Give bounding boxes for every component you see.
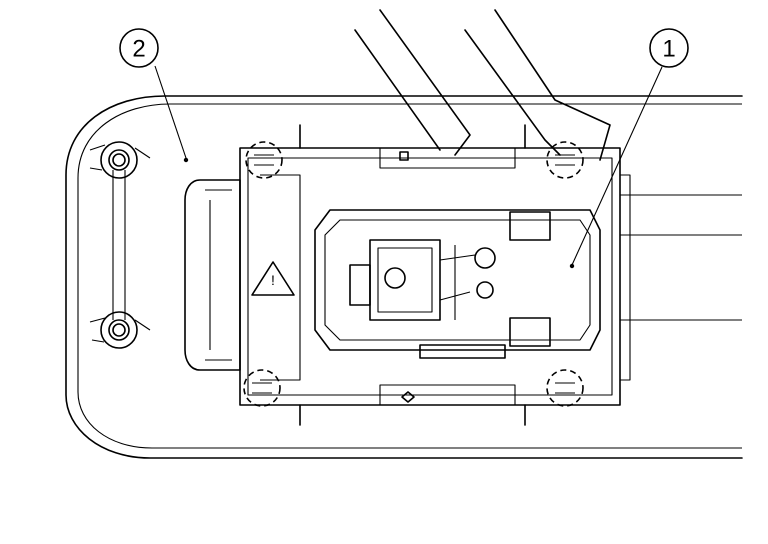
callout-2-number: 2 — [132, 36, 145, 63]
leader-lines — [154, 65, 663, 269]
callout-1-number: 1 — [662, 36, 675, 63]
wiring-harness — [354, 9, 611, 161]
callout-2: 2 — [119, 28, 159, 68]
panel-outline — [65, 95, 743, 459]
mounting-bracket — [184, 124, 742, 426]
warning-mark: ! — [271, 272, 275, 288]
warning-triangle: ! — [251, 261, 295, 296]
fastener-locations — [243, 141, 584, 407]
control-module — [314, 209, 601, 359]
callout-1: 1 — [649, 28, 689, 68]
left-mount-studs — [89, 141, 151, 349]
